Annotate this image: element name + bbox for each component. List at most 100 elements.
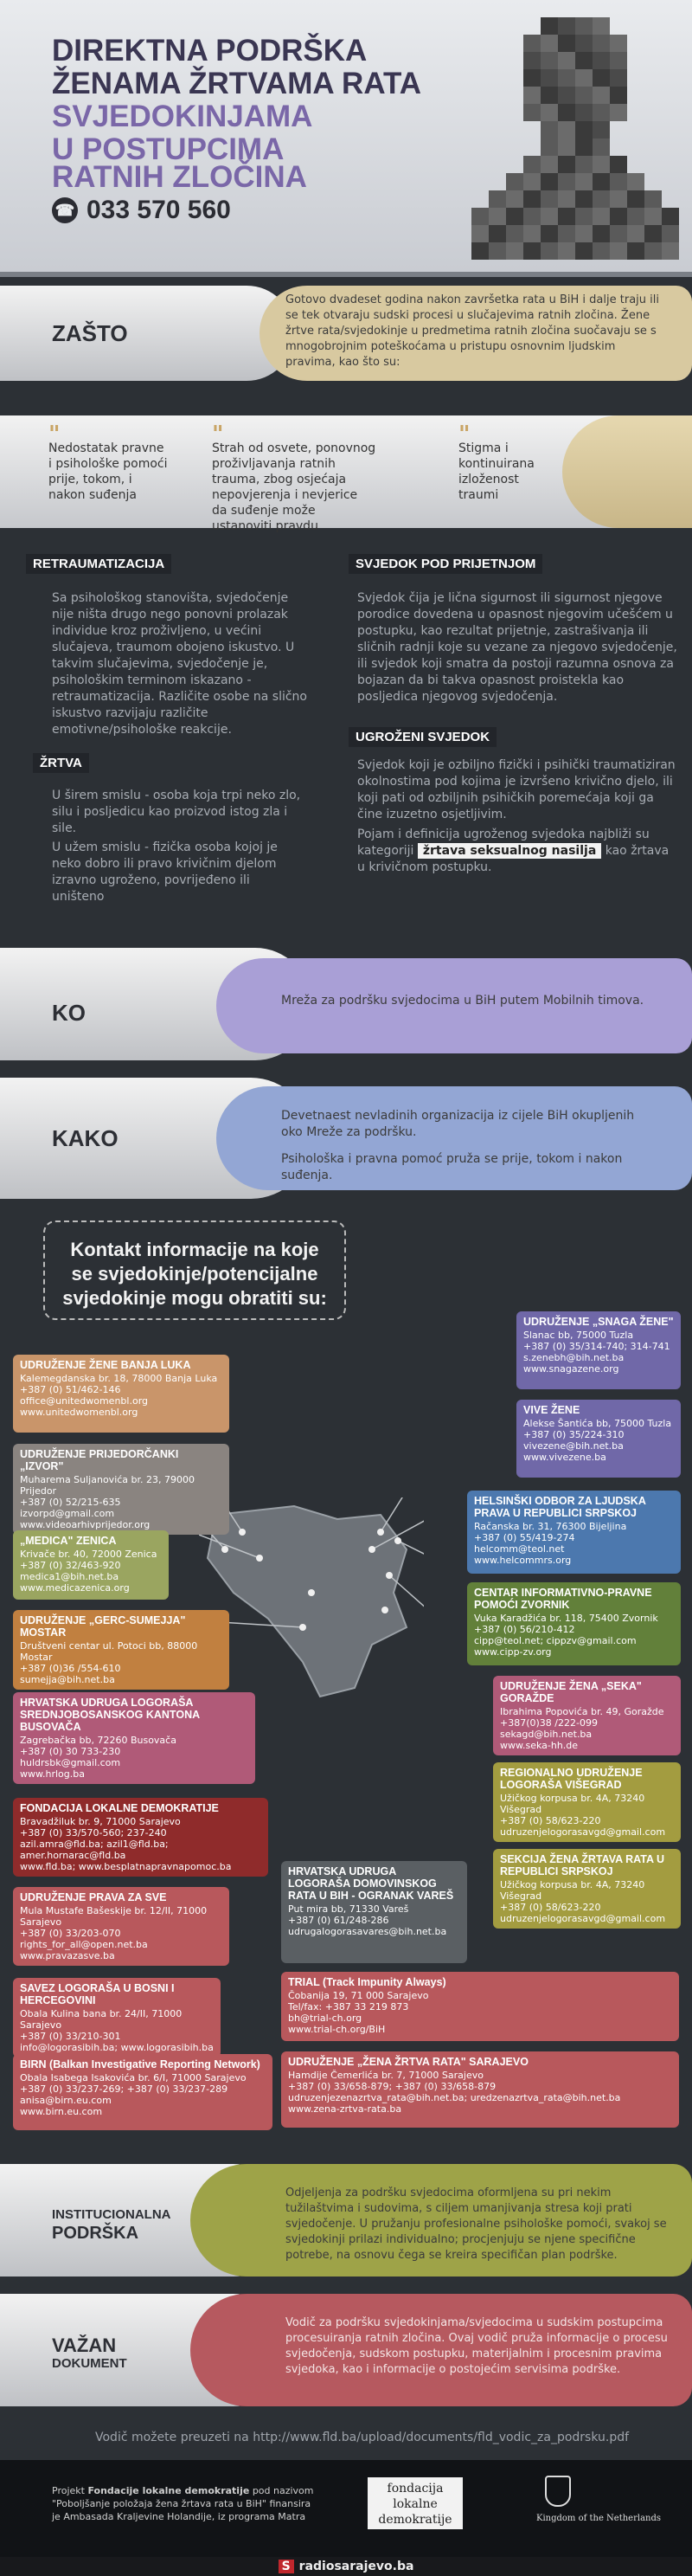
org-detail: Zagrebačka bb, 72260 Busovača [20, 1735, 176, 1746]
org-detail[interactable]: bh@trial-ch.org [288, 2012, 362, 2024]
download-link[interactable]: Vodič možete preuzeti na http://www.fld.… [95, 2431, 630, 2444]
portrait-pixel [644, 225, 662, 242]
portrait-pixel [471, 225, 489, 242]
portrait-pixel [627, 225, 644, 242]
portrait-pixel [506, 225, 523, 242]
quote-icon: " [458, 422, 471, 448]
portrait-pixel [662, 208, 679, 225]
org-detail: +387 (0) 58/623-220 [500, 1902, 601, 1913]
kako-ribbon [216, 1086, 692, 1190]
org-name: „MEDICA" ZENICA [20, 1535, 117, 1547]
org-name: HRVATSKA UDRUGA LOGORAŠA DOMOVINSKOG RAT… [288, 1865, 454, 1902]
retraum-title: RETRAUMATIZACIJA [26, 554, 172, 574]
portrait-pixel [541, 242, 558, 260]
org-detail[interactable]: udrugalogorasavares@bih.net.ba [288, 1926, 447, 1937]
org-name: SAVEZ LOGORAŠA U BOSNI I HERCEGOVINI [20, 1982, 175, 2006]
portrait-pixel [627, 173, 644, 190]
org-detail: Krivače br. 40, 72000 Zenica [20, 1549, 157, 1560]
org-card: CENTAR INFORMATIVNO-PRAVNE POMOĆI ZVORNI… [467, 1582, 681, 1665]
org-detail[interactable]: www.pravazasve.ba [20, 1950, 115, 1961]
org-detail[interactable]: www.medicazenica.org [20, 1582, 130, 1594]
portrait-pixel [506, 242, 523, 260]
org-detail[interactable]: www.snagazene.org [523, 1363, 619, 1375]
org-detail: +387 (0) 35/314-740; 314-741 [523, 1341, 670, 1352]
org-detail: +387 (0) 33/570-560; 237-240 [20, 1827, 167, 1839]
org-detail[interactable]: www.cipp-zv.org [474, 1646, 552, 1658]
portrait-pixel [471, 242, 489, 260]
org-detail[interactable]: izvorpd@gmail.com [20, 1508, 115, 1519]
portrait-pixel [541, 156, 558, 173]
portrait-pixel [593, 121, 610, 138]
footer [0, 2460, 692, 2557]
org-detail[interactable]: info@logorasibih.ba; www.logorasibih.ba [20, 2042, 214, 2053]
portrait-pixel [593, 173, 610, 190]
portrait-pixel [593, 156, 610, 173]
phone-number[interactable]: ☎033 570 560 [52, 196, 231, 225]
org-detail[interactable]: udruzenjezenazrtva_rata@bih.net.ba; ured… [288, 2092, 621, 2103]
org-detail: Obala Kulina bana br. 24/II, 71000 Saraj… [20, 2008, 183, 2031]
portrait-pixel [627, 208, 644, 225]
org-detail[interactable]: cipp@teol.net; cippzv@gmail.com [474, 1635, 637, 1646]
portrait-pixel [541, 104, 558, 121]
org-detail[interactable]: www.birn.eu.com [20, 2106, 103, 2117]
portrait-pixel [506, 173, 523, 190]
portrait-pixel [575, 87, 593, 104]
portrait-pixel [575, 17, 593, 35]
org-detail[interactable]: sumejja@bih.net.ba [20, 1674, 115, 1685]
org-detail[interactable]: anisa@birn.eu.com [20, 2095, 112, 2106]
org-detail[interactable]: www.fld.ba; www.besplatnapravnapomoc.ba [20, 1861, 232, 1872]
org-detail[interactable]: sekagd@bih.net.ba [500, 1729, 593, 1740]
org-detail[interactable]: www.zena-zrtva-rata.ba [288, 2103, 402, 2115]
ko-label: KO [52, 1000, 86, 1026]
org-detail[interactable]: vivezene@bih.net.ba [523, 1440, 624, 1452]
org-detail[interactable]: www.vivezene.ba [523, 1452, 606, 1463]
portrait-pixel [523, 156, 541, 173]
org-detail[interactable]: www.helcommrs.org [474, 1555, 572, 1566]
org-detail[interactable]: www.unitedwomenbl.org [20, 1407, 138, 1418]
zasto-label: ZAŠTO [52, 320, 128, 346]
org-detail[interactable]: rights_for_all@open.net.ba [20, 1939, 148, 1950]
portrait-pixel [523, 104, 541, 121]
portrait-pixel [506, 190, 523, 208]
org-detail[interactable]: huldrsbk@gmail.com [20, 1757, 121, 1768]
phone-icon: ☎ [52, 197, 78, 223]
portrait-pixel [558, 225, 575, 242]
map-markers [221, 1529, 401, 1631]
org-name: CENTAR INFORMATIVNO-PRAVNE POMOĆI ZVORNI… [474, 1587, 652, 1611]
org-card: BIRN (Balkan Investigative Reporting Net… [13, 2054, 272, 2130]
org-detail[interactable]: www.seka-hh.de [500, 1740, 579, 1751]
portrait-pixel [575, 190, 593, 208]
org-detail[interactable]: medica1@bih.net.ba [20, 1571, 119, 1582]
org-detail: Vuka Karadžića br. 118, 75400 Zvornik [474, 1613, 658, 1624]
org-detail[interactable]: azil.amra@fld.ba; azil1@fld.ba; amer.hor… [20, 1839, 169, 1861]
org-detail[interactable]: www.videoarhivprijedor.org [20, 1519, 151, 1530]
portrait-pixel [575, 173, 593, 190]
org-detail: +387 (0) 51/462-146 [20, 1384, 121, 1395]
portrait-pixel [575, 138, 593, 156]
org-detail[interactable]: www.hrlog.ba [20, 1768, 85, 1780]
portrait-pixel [610, 87, 627, 104]
org-detail[interactable]: s.zenebh@bih.net.ba [523, 1352, 625, 1363]
org-detail[interactable]: helcomm@teol.net [474, 1543, 565, 1555]
bih-map [199, 1497, 424, 1698]
inst-text: Odjeljenja za podršku svjedocima oformlj… [285, 2186, 667, 2262]
org-detail[interactable]: udruzenjelogorasavgd@gmail.com [500, 1913, 666, 1924]
portrait-pixel [489, 225, 506, 242]
org-detail[interactable]: office@unitedwomenbl.org [20, 1395, 149, 1407]
portrait-pixel [558, 121, 575, 138]
org-card: SEKCIJA ŽENA ŽRTAVA RATA U REPUBLICI SRP… [493, 1849, 681, 1929]
portrait-pixel [541, 121, 558, 138]
org-detail: +387 (0) 55/419-274 [474, 1532, 575, 1543]
portrait-pixel [610, 69, 627, 87]
org-detail: +387 (0) 32/463-920 [20, 1560, 121, 1571]
org-detail[interactable]: www.trial-ch.org/BiH [288, 2024, 386, 2035]
radio-logo-icon: S [278, 2560, 294, 2573]
footer-text: Projekt Fondacije lokalne demokratije po… [52, 2485, 314, 2522]
org-detail[interactable]: udruzenjelogorasavgd@gmail.com [500, 1826, 666, 1838]
